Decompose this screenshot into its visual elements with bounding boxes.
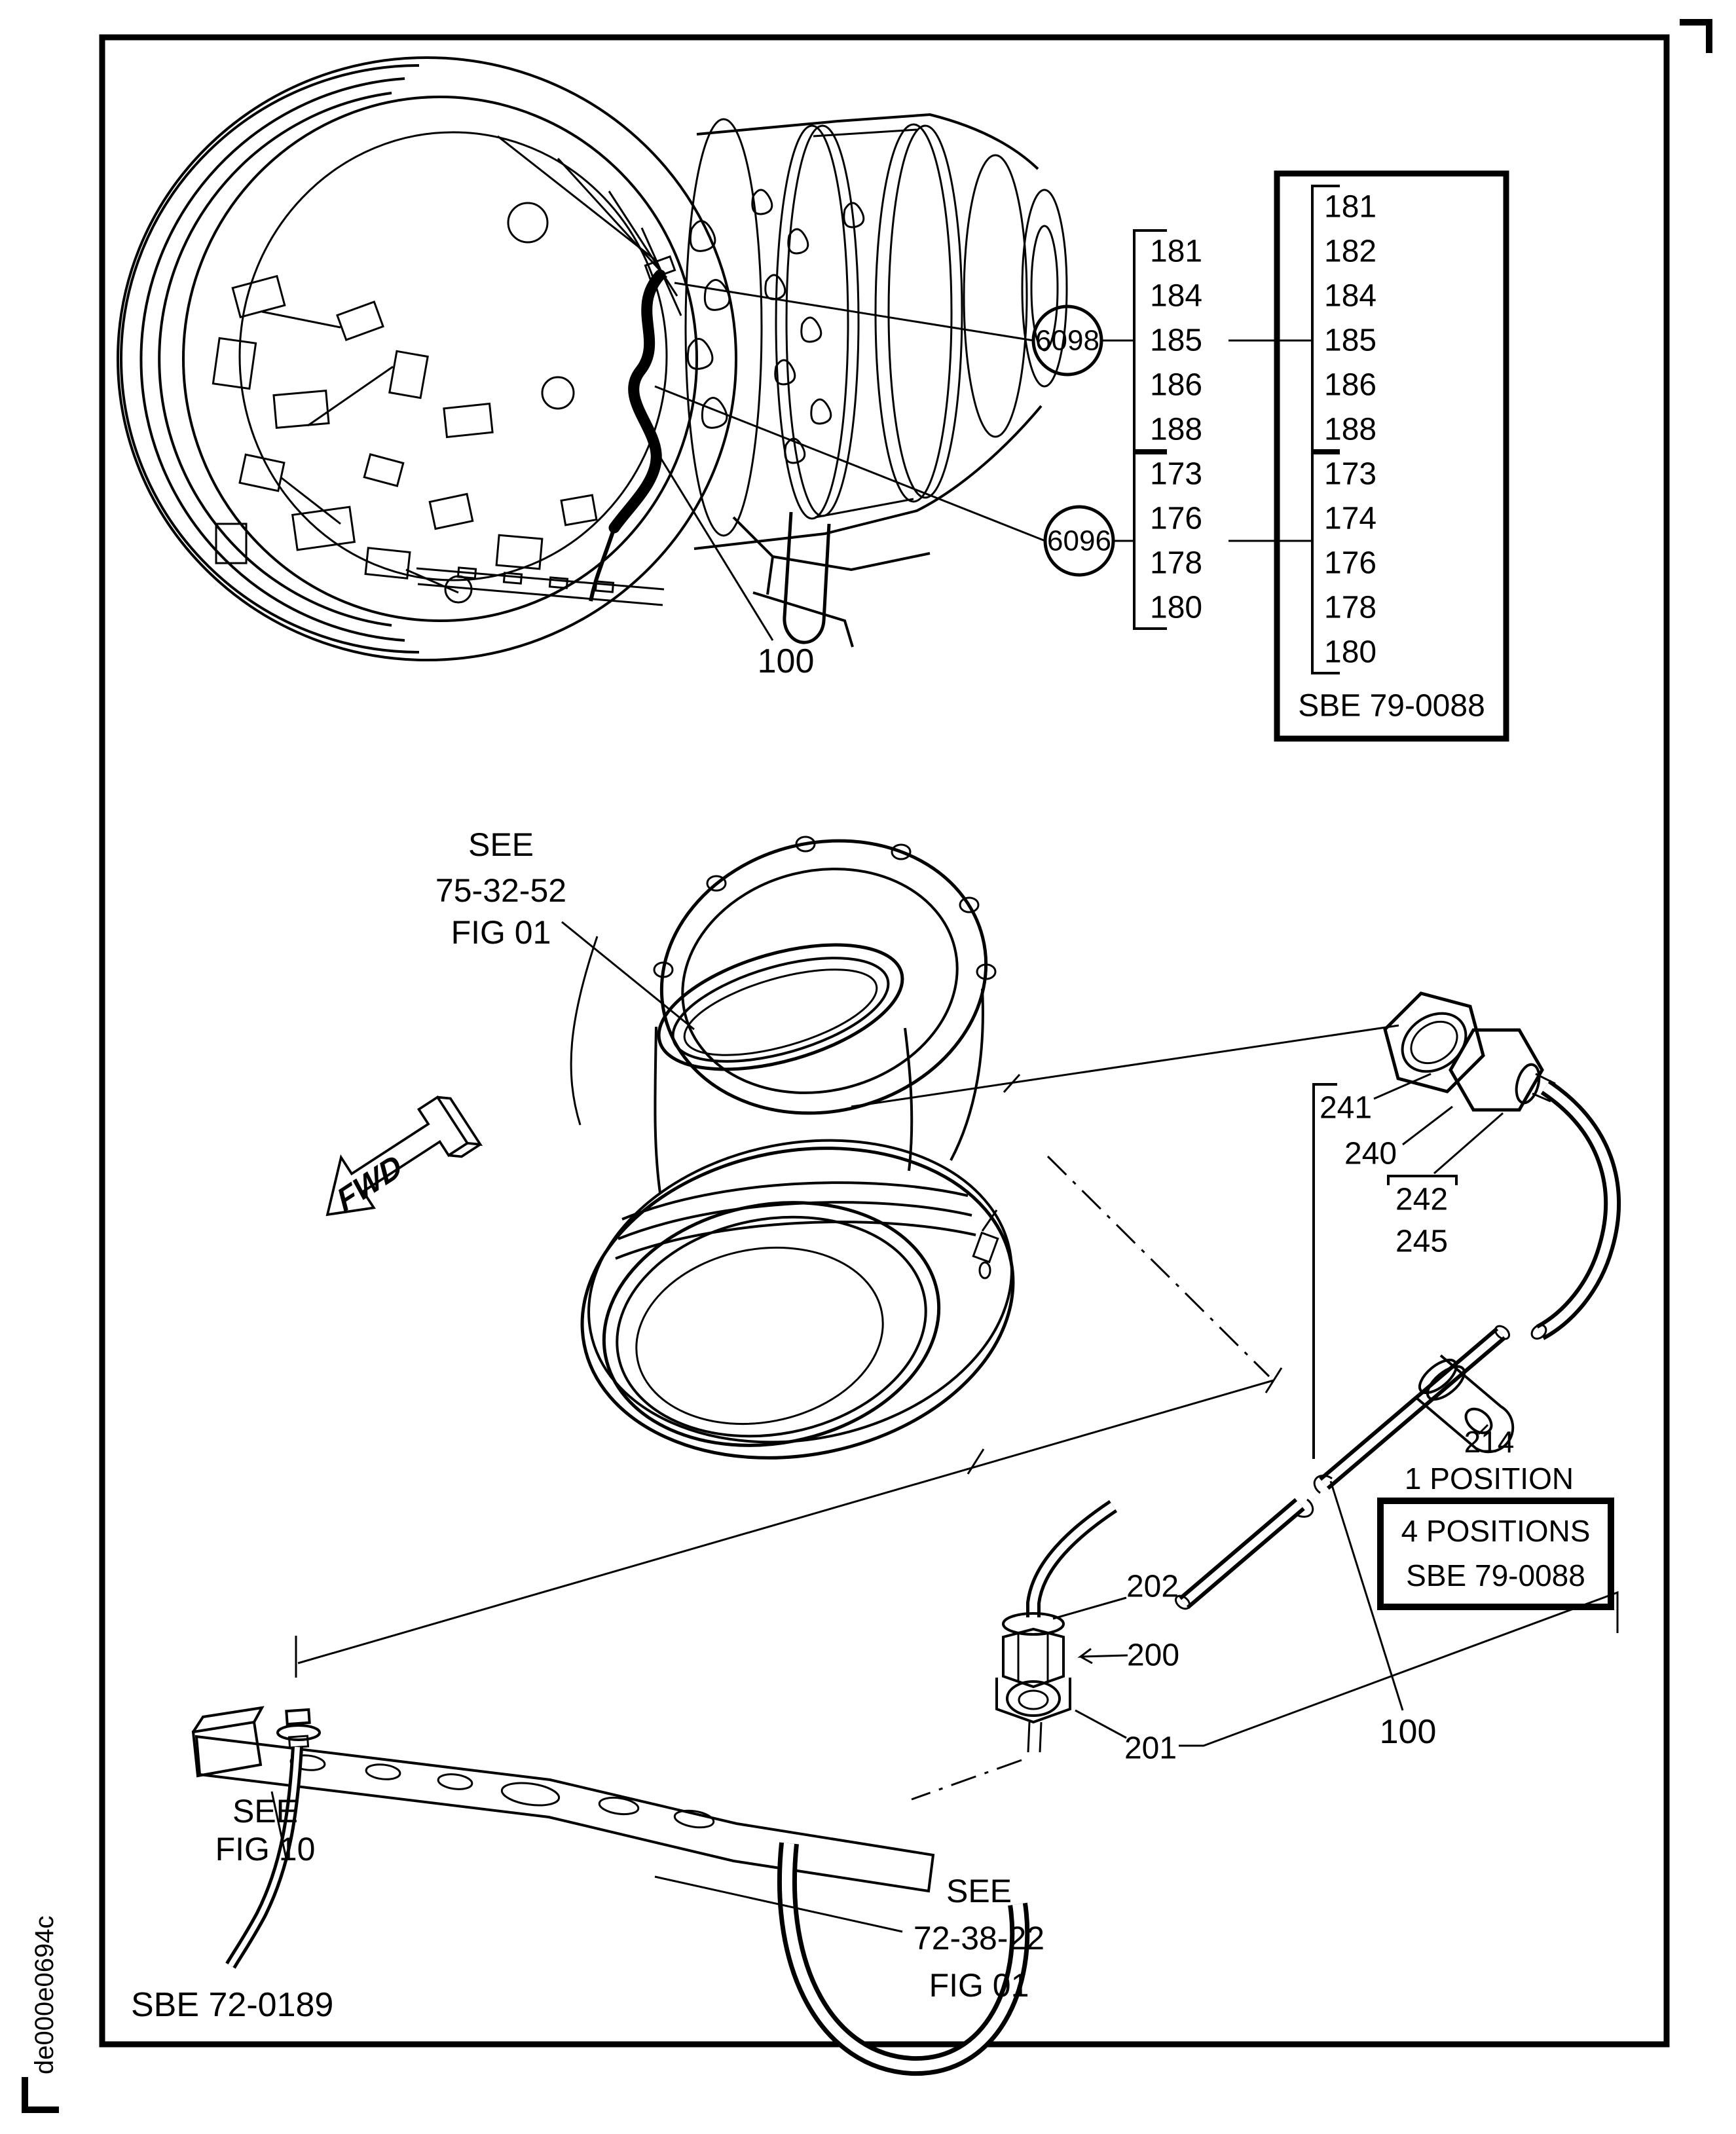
callout-6098-group: 6098 181 184 185 186 188 — [674, 229, 1312, 452]
part-240-label: 240 — [1344, 1137, 1397, 1171]
balloon-6096-label: 6096 — [1047, 525, 1111, 557]
footer-figure-code: SBE 72-0189 — [131, 1986, 333, 2024]
duct-ref-line2: 75-32-52 — [435, 872, 566, 909]
position-callouts: 214 1 POSITION 4 POSITIONS SBE 79-0088 — [1179, 1424, 1619, 1747]
position-note: 1 POSITION — [1405, 1462, 1574, 1496]
core-ports — [686, 189, 865, 464]
list-6096-item: 176 — [1150, 502, 1202, 536]
box-list-a-item: 182 — [1324, 234, 1376, 269]
box-list-a-item: 188 — [1324, 413, 1376, 447]
list-6098-item: 185 — [1150, 323, 1202, 358]
part-201-label: 201 — [1124, 1731, 1177, 1766]
duct-ref-line1: SEE — [468, 826, 534, 863]
clamp-reference: SEE 72-38-22 FIG 01 — [654, 1873, 1044, 2004]
list-6096-item: 173 — [1150, 457, 1202, 492]
box-list-b-item: 178 — [1324, 591, 1376, 625]
effectivity-box-border — [1274, 170, 1509, 742]
bracket-241-group — [1312, 1083, 1337, 1459]
part-100-top-label: 100 — [758, 642, 815, 680]
tube-assembly — [1174, 991, 1621, 1610]
accessory-cluster — [212, 202, 598, 604]
bracket-box-list-a — [1311, 185, 1340, 452]
leader-6098 — [674, 282, 1034, 342]
list-6098-item: 188 — [1150, 413, 1202, 447]
bracket-bolt — [285, 1708, 311, 1726]
fitting-b-nut — [1449, 1028, 1544, 1112]
corner-mark-bottom-left — [22, 2077, 59, 2113]
clamp-ref-line1: SEE — [946, 1873, 1012, 1909]
part-245-label: 245 — [1395, 1224, 1448, 1259]
list-6096-item: 178 — [1150, 546, 1202, 581]
effectivity-code: SBE 79-0088 — [1298, 689, 1485, 724]
bracket-box-list-b — [1311, 452, 1340, 674]
page-border — [22, 19, 1712, 2113]
box-list-a-item: 181 — [1324, 190, 1376, 225]
part-100-bottom-label: 100 — [1380, 1713, 1437, 1751]
engine-illustration — [117, 56, 1068, 661]
part-214-label: 214 — [1464, 1425, 1515, 1459]
box-list-a-item: 185 — [1324, 323, 1376, 358]
leader-fig10 — [270, 1791, 287, 1859]
bracket-plate — [194, 1735, 935, 1893]
callouts-241-group: 241 240 242 245 — [1312, 1073, 1504, 1459]
duct-ref-line3: FIG 01 — [451, 914, 551, 951]
leader-100-bottom — [1329, 1481, 1404, 1711]
part-100-bottom: 100 — [1329, 1481, 1437, 1751]
bracket-list-6096 — [1133, 452, 1167, 630]
part-100-top: 100 — [659, 456, 815, 680]
list-6098-item: 184 — [1150, 279, 1202, 314]
balloon-6098-label: 6098 — [1035, 325, 1099, 357]
clamp-ref-line2: 72-38-22 — [914, 1920, 1044, 1957]
list-6098-item: 186 — [1150, 368, 1202, 403]
effectivity-box: 181 182 184 185 186 188 173 174 176 178 … — [1274, 170, 1509, 742]
doc-code-vertical: de000e0694c — [30, 1916, 59, 2074]
list-6098-item: 181 — [1150, 234, 1202, 269]
bracket-list-6098 — [1133, 229, 1167, 452]
callout-6096-group: 6096 173 176 178 180 — [654, 385, 1312, 630]
duct-illustration — [570, 836, 1015, 1460]
clamp-ref-line3: FIG 01 — [929, 1967, 1029, 2004]
positions-box-line2: SBE 79-0088 — [1406, 1558, 1585, 1592]
bracket-242 — [1387, 1175, 1458, 1185]
leader-72-38-22 — [654, 1875, 903, 1933]
fuel-hose-100 — [608, 269, 666, 534]
leader-duct-ref — [561, 921, 695, 1031]
fwd-arrow: FWD — [325, 1095, 483, 1219]
bracket-ref-line1: SEE — [232, 1793, 298, 1830]
fitting-nut-201 — [995, 1678, 1071, 1724]
box-list-b-item: 174 — [1324, 502, 1376, 536]
fitting-hex-body — [1002, 1627, 1065, 1689]
leader-6096 — [654, 385, 1046, 542]
bracket-ref-line2: FIG 10 — [215, 1831, 316, 1867]
positions-box-border — [1377, 1498, 1614, 1610]
box-list-b-item: 173 — [1324, 457, 1376, 492]
box-list-a-item: 184 — [1324, 279, 1376, 314]
fitting-wing-nut — [1383, 991, 1485, 1094]
mount-bracket — [191, 1706, 1030, 2076]
part-200-label: 200 — [1127, 1638, 1179, 1673]
corner-mark-top-right — [1680, 19, 1712, 53]
elbow-fitting: 202 200 201 — [911, 1499, 1179, 1801]
positions-box-leader — [1179, 1591, 1619, 1747]
box-list-b-item: 180 — [1324, 635, 1376, 670]
projection-lines — [295, 1024, 1399, 1678]
part-241-label: 241 — [1320, 1091, 1372, 1126]
bracket-reference: SEE FIG 10 — [215, 1791, 316, 1867]
list-6096-item: 180 — [1150, 591, 1202, 625]
leader-100-top — [659, 456, 774, 641]
positions-box-line1: 4 POSITIONS — [1401, 1514, 1591, 1548]
part-202-label: 202 — [1126, 1570, 1179, 1604]
part-242-label: 242 — [1395, 1183, 1448, 1217]
duct-reference: SEE 75-32-52 FIG 01 — [435, 826, 695, 1031]
box-list-b-item: 176 — [1324, 546, 1376, 581]
box-list-a-item: 186 — [1324, 368, 1376, 403]
clamp-lug-214 — [1414, 1354, 1515, 1454]
